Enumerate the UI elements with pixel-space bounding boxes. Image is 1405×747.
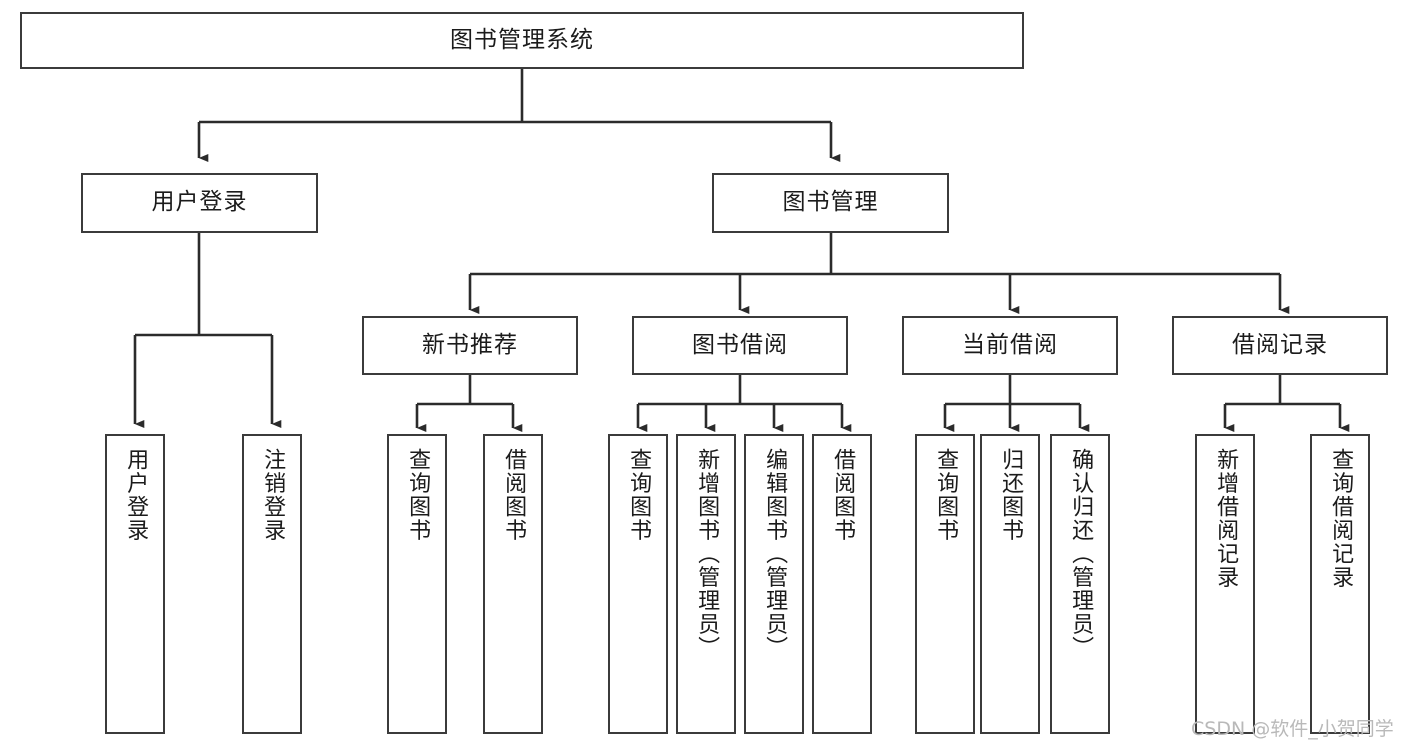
node-new-book-recommend-label: 新书推荐 — [422, 331, 518, 358]
node-leaf-borrow-book-1-label: 借阅图书 — [501, 448, 527, 542]
node-leaf-logout[interactable]: 注销登录 — [242, 434, 302, 734]
node-leaf-query-book-2-label: 查询图书 — [626, 448, 652, 542]
node-user-login[interactable]: 用户登录 — [81, 173, 318, 233]
node-root-system-label: 图书管理系统 — [450, 26, 594, 53]
node-leaf-query-record[interactable]: 查询借阅记录 — [1310, 434, 1370, 734]
node-leaf-add-book-label: 新增图书（管理员） — [694, 448, 720, 660]
node-current-borrow[interactable]: 当前借阅 — [902, 316, 1118, 375]
node-leaf-confirm-return-label: 确认归还（管理员） — [1068, 448, 1094, 660]
node-current-borrow-label: 当前借阅 — [962, 331, 1058, 358]
node-book-manage-label: 图书管理 — [782, 189, 879, 216]
node-leaf-logout-label: 注销登录 — [260, 448, 286, 542]
node-new-book-recommend[interactable]: 新书推荐 — [362, 316, 578, 375]
node-leaf-borrow-book-2-label: 借阅图书 — [830, 448, 856, 542]
node-leaf-add-book[interactable]: 新增图书（管理员） — [676, 434, 736, 734]
node-leaf-edit-book[interactable]: 编辑图书（管理员） — [744, 434, 804, 734]
node-book-manage[interactable]: 图书管理 — [712, 173, 949, 233]
node-leaf-query-book-3[interactable]: 查询图书 — [915, 434, 975, 734]
node-leaf-borrow-book-1[interactable]: 借阅图书 — [483, 434, 543, 734]
node-leaf-query-record-label: 查询借阅记录 — [1328, 448, 1354, 589]
node-user-login-label: 用户登录 — [151, 189, 248, 216]
node-leaf-confirm-return[interactable]: 确认归还（管理员） — [1050, 434, 1110, 734]
node-leaf-return-book-label: 归还图书 — [998, 448, 1024, 542]
node-leaf-query-book-1-label: 查询图书 — [405, 448, 431, 542]
node-leaf-add-record[interactable]: 新增借阅记录 — [1195, 434, 1255, 734]
node-leaf-return-book[interactable]: 归还图书 — [980, 434, 1040, 734]
node-book-borrow-label: 图书借阅 — [692, 331, 788, 358]
node-borrow-record[interactable]: 借阅记录 — [1172, 316, 1388, 375]
node-leaf-user-login-label: 用户登录 — [123, 448, 149, 542]
node-leaf-borrow-book-2[interactable]: 借阅图书 — [812, 434, 872, 734]
node-leaf-query-book-3-label: 查询图书 — [933, 448, 959, 542]
node-leaf-query-book-1[interactable]: 查询图书 — [387, 434, 447, 734]
node-leaf-query-book-2[interactable]: 查询图书 — [608, 434, 668, 734]
node-root-system[interactable]: 图书管理系统 — [20, 12, 1024, 69]
node-borrow-record-label: 借阅记录 — [1232, 331, 1328, 358]
csdn-watermark: CSDN @软件_小贺同学 — [1191, 718, 1394, 740]
node-leaf-edit-book-label: 编辑图书（管理员） — [762, 448, 788, 660]
node-leaf-user-login[interactable]: 用户登录 — [105, 434, 165, 734]
node-leaf-add-record-label: 新增借阅记录 — [1213, 448, 1239, 589]
node-book-borrow[interactable]: 图书借阅 — [632, 316, 848, 375]
